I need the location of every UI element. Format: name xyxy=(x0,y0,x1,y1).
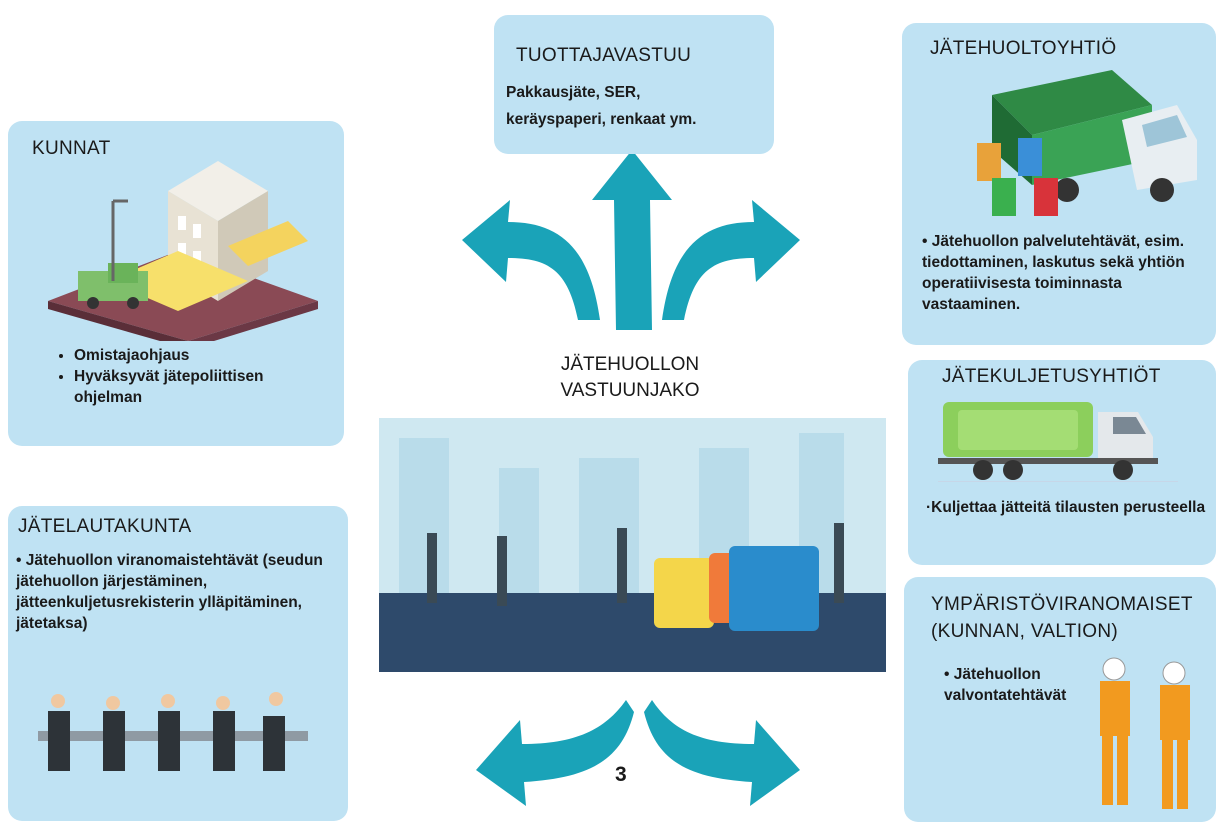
jatekuljetusyhtiot-text: ·Kuljettaa jätteitä tilausten perusteell… xyxy=(926,499,1206,516)
tuottajavastuu-box: TUOTTAJAVASTUU Pakkausjäte, SER, keräysp… xyxy=(494,15,774,154)
jatehuoltoyhtio-box: JÄTEHUOLTOYHTIÖ • Jätehuollon palveluteh… xyxy=(902,23,1216,345)
arrow-bottom-left xyxy=(476,700,634,806)
tuottajavastuu-title: TUOTTAJAVASTUU xyxy=(516,45,692,66)
bins-illustration xyxy=(977,138,1058,216)
tuottajavastuu-line-1: Pakkausjäte, SER, xyxy=(506,84,641,101)
jatehuoltoyhtio-text: • Jätehuollon palvelutehtävät, esim. tie… xyxy=(922,233,1185,313)
center-title-line-2: VASTUUNJAKO xyxy=(560,380,700,401)
kunnat-bullet-1: Omistajaohjaus xyxy=(74,345,326,366)
jatelautakunta-title: JÄTELAUTAKUNTA xyxy=(18,516,192,537)
jatekuljetusyhtiot-box: JÄTEKULJETUSYHTIÖT ·Kuljettaa jätteitä t… xyxy=(908,360,1216,565)
center-title: JÄTEHUOLLON VASTUUNJAKO xyxy=(520,352,740,404)
kunnat-box: KUNNAT Omistajaohjaus Hyväksyvät jätepol… xyxy=(8,121,344,446)
workers-illustration xyxy=(1100,657,1190,809)
jatelautakunta-box: JÄTELAUTAKUNTA • Jätehuollon viranomaist… xyxy=(8,506,348,821)
page-number: 3 xyxy=(615,763,627,786)
ymparistoviranomaiset-box: YMPÄRISTÖVIRANOMAISET (KUNNAN, VALTION) … xyxy=(904,577,1216,822)
meeting-illustration xyxy=(38,692,308,771)
ymparistoviranomaiset-text: • Jätehuollon valvontatehtävät xyxy=(944,666,1067,704)
ymparistoviranomaiset-title-2: (KUNNAN, VALTION) xyxy=(931,621,1119,642)
jatekuljetusyhtiot-title: JÄTEKULJETUSYHTIÖT xyxy=(942,366,1161,387)
tuottajavastuu-line-2: keräyspaperi, renkaat ym. xyxy=(506,111,697,128)
jatelautakunta-text: • Jätehuollon viranomaistehtävät (seudun… xyxy=(16,552,323,632)
recycling-truck-illustration xyxy=(938,402,1178,482)
kunnat-bullets: Omistajaohjaus Hyväksyvät jätepoliittise… xyxy=(56,345,326,408)
building-illustration xyxy=(48,161,318,341)
arrow-up xyxy=(592,150,672,330)
jatehuoltoyhtio-title: JÄTEHUOLTOYHTIÖ xyxy=(930,38,1117,59)
city-recycling-scene xyxy=(379,418,886,672)
kunnat-title: KUNNAT xyxy=(32,138,111,159)
ymparistoviranomaiset-title-1: YMPÄRISTÖVIRANOMAISET xyxy=(931,594,1193,615)
kunnat-bullet-2: Hyväksyvät jätepoliittisen ohjelman xyxy=(74,366,326,408)
arrow-bottom-right xyxy=(644,700,800,806)
arrow-right xyxy=(662,200,800,320)
center-title-line-1: JÄTEHUOLLON xyxy=(560,354,700,375)
arrow-left xyxy=(462,200,600,320)
garbage-truck-illustration xyxy=(992,70,1197,202)
